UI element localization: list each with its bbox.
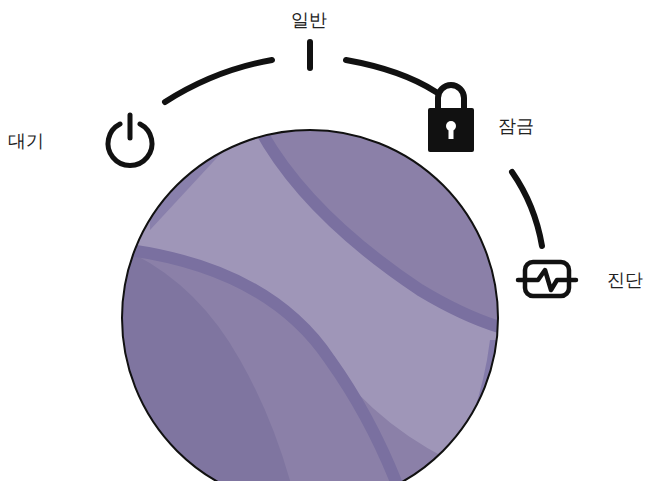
knob-outline bbox=[122, 130, 498, 481]
mode-label: 대기 bbox=[8, 131, 44, 151]
knob bbox=[80, 120, 520, 481]
lock-icon bbox=[428, 85, 474, 152]
power-icon bbox=[108, 115, 152, 166]
diagnostic-icon bbox=[518, 262, 576, 296]
mode-label: 일반 bbox=[291, 10, 327, 30]
mode-label: 잠금 bbox=[498, 116, 534, 136]
mode-label: 진단 bbox=[607, 270, 643, 290]
